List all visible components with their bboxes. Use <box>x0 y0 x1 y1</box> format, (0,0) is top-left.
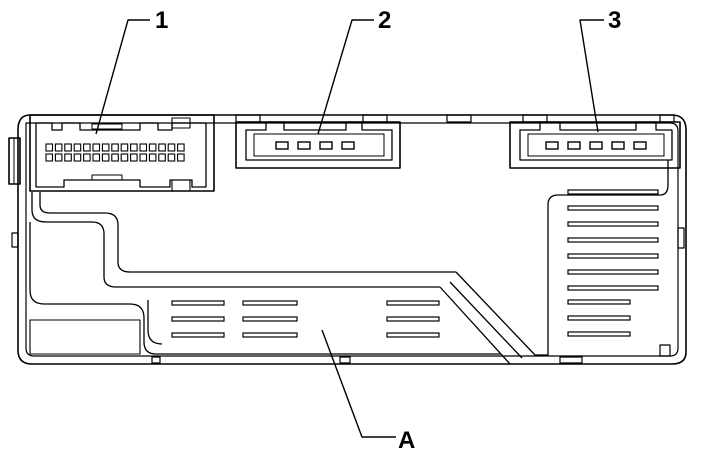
pin-cavity <box>158 143 166 152</box>
pin-cavity <box>54 153 63 162</box>
pin-cavity <box>130 153 138 162</box>
vent-slot <box>171 316 225 322</box>
pin-cavity <box>120 153 129 162</box>
pin-cavity <box>148 143 157 152</box>
connector-2-pins <box>275 141 355 150</box>
pin-cavity <box>54 143 63 152</box>
pin-cavity <box>589 141 603 150</box>
pin-cavity <box>120 143 129 152</box>
pin-cavity <box>64 153 72 162</box>
pin-cavity <box>73 153 82 162</box>
pin-cavity <box>167 153 176 162</box>
vent-slot <box>386 332 440 338</box>
pin-cavity <box>177 143 185 152</box>
vent-slot <box>567 315 631 321</box>
vent-slots <box>171 189 659 338</box>
vent-slot <box>242 300 298 306</box>
connector-3 <box>509 121 681 169</box>
vent-slot <box>567 285 659 291</box>
callout-2: 2 <box>378 7 391 34</box>
housing <box>8 114 687 365</box>
pin-cavity <box>139 143 148 152</box>
connector-2 <box>235 121 401 169</box>
vent-slot <box>567 237 659 243</box>
vent-slot <box>567 331 631 337</box>
pin-cavity <box>111 143 119 152</box>
callout-3: 3 <box>608 7 621 34</box>
callout-A: A <box>398 427 415 454</box>
pin-cavity <box>45 143 54 152</box>
rim-tabs <box>151 114 675 364</box>
leader-2 <box>317 19 374 135</box>
pin-cavity <box>92 153 101 162</box>
pin-cavity <box>633 141 647 150</box>
pin-cavity <box>297 141 311 150</box>
connector-3-pins <box>545 141 647 150</box>
leader-3 <box>579 19 604 133</box>
internal-channels <box>29 160 669 365</box>
vent-slot <box>567 205 659 211</box>
pin-cavity <box>64 143 72 152</box>
vent-slot <box>171 300 225 306</box>
leader-A <box>321 329 396 438</box>
pin-cavity <box>275 141 289 150</box>
pin-cavity <box>545 141 559 150</box>
vent-slot <box>567 221 659 227</box>
pin-cavity <box>341 141 355 150</box>
connector-1 <box>29 114 215 192</box>
side-notch <box>11 232 19 248</box>
pin-cavity <box>111 153 119 162</box>
pin-cavity <box>92 143 101 152</box>
pin-cavity <box>101 153 110 162</box>
pin-cavity <box>139 153 148 162</box>
pin-cavity <box>148 153 157 162</box>
pin-cavity <box>158 153 166 162</box>
pin-cavity <box>167 143 176 152</box>
pin-cavity <box>83 153 91 162</box>
leader-lines <box>95 19 604 438</box>
vent-slot <box>567 299 631 305</box>
vent-slot <box>242 316 298 322</box>
pin-cavity <box>45 153 54 162</box>
pin-cavity <box>567 141 581 150</box>
vent-slot <box>567 269 659 275</box>
pin-cavity <box>611 141 625 150</box>
vent-slot <box>386 300 440 306</box>
callout-1: 1 <box>155 7 168 34</box>
vent-slot <box>386 316 440 322</box>
leader-1 <box>95 19 150 135</box>
pin-cavity <box>83 143 91 152</box>
pin-cavity <box>101 143 110 152</box>
connector-1-pins <box>45 143 185 162</box>
vent-slot <box>171 332 225 338</box>
pin-cavity <box>130 143 138 152</box>
vent-slot <box>242 332 298 338</box>
pin-cavity <box>73 143 82 152</box>
side-notch-right <box>677 227 685 249</box>
pin-cavity <box>177 153 185 162</box>
vent-slot <box>567 253 659 259</box>
pin-cavity <box>319 141 333 150</box>
vent-slot <box>567 189 659 195</box>
